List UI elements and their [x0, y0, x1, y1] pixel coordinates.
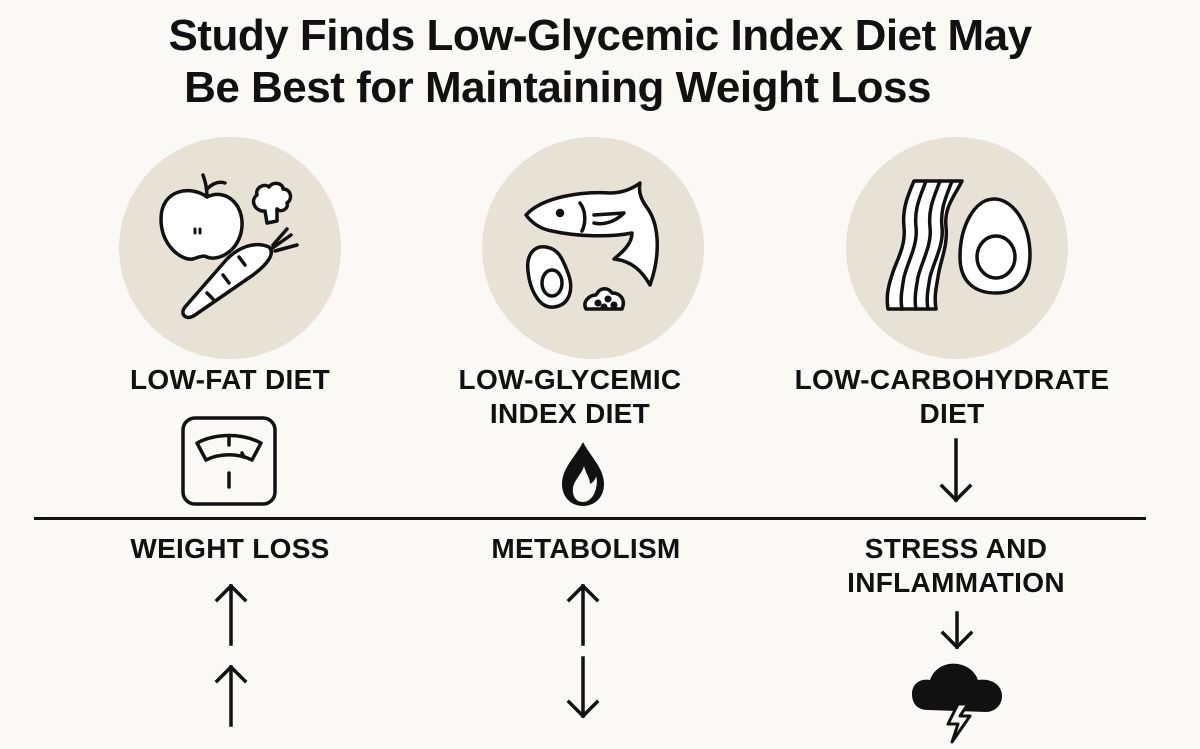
- arrow-up-icon: [566, 583, 600, 651]
- headline-line-1: Study Finds Low-Glycemic Index Diet May: [168, 11, 1032, 60]
- flame-icon: [560, 440, 606, 513]
- storm-cloud-icon: [910, 660, 1006, 749]
- diet-label-low-glycemic: LOW-GLYCEMIC INDEX DIET: [458, 364, 682, 429]
- egg-icon: [958, 197, 1032, 295]
- diet-label-low-fat: LOW-FAT DIET: [129, 364, 331, 395]
- arrow-up-icon: [214, 664, 248, 732]
- fish-icon: [524, 181, 659, 287]
- low-fat-food-circle: [119, 137, 341, 359]
- outcome-label-metabolism: METABOLISM: [491, 533, 681, 564]
- bacon-icon: [885, 179, 964, 311]
- arrow-down-icon: [566, 656, 600, 725]
- outcome-label-weight-loss: WEIGHT LOSS: [130, 533, 330, 564]
- avocado-icon: [525, 245, 573, 309]
- headline-line-2: Be Best for Maintaining Weight Loss: [184, 63, 931, 112]
- low-glycemic-food-circle: [482, 137, 704, 359]
- divider-line: [34, 517, 1146, 520]
- arrow-down-icon: [940, 611, 974, 656]
- headline: Study Finds Low-Glycemic Index Diet May …: [0, 10, 1200, 114]
- arrow-up-icon: [214, 583, 248, 651]
- apple-icon: [159, 173, 244, 261]
- scale-icon: [180, 415, 278, 512]
- carrot-icon: [181, 227, 299, 320]
- diet-label-low-carb: LOW-CARBOHYDRATE DIET: [794, 364, 1110, 429]
- broccoli-icon: [251, 181, 293, 225]
- grains-icon: [583, 287, 625, 311]
- arrow-down-icon: [939, 438, 973, 509]
- low-carb-food-circle: [846, 137, 1068, 359]
- outcome-label-stress-inflammation: STRESS AND INFLAMMATION: [847, 533, 1065, 598]
